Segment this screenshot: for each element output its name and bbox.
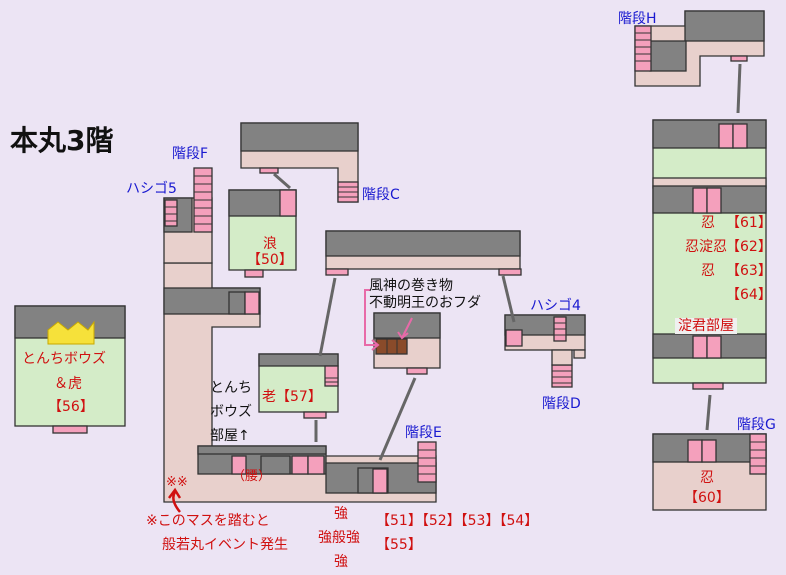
label-ladder-4: ハシゴ4 [530,298,581,314]
tonchi-line1: とんちボウズ [22,351,106,367]
ladder5 [164,199,178,227]
chest-row [375,338,408,355]
page-title: 本丸3階 [10,124,114,157]
enemy-r1-b: 【61】 [726,215,772,231]
door-stair-h [730,55,748,62]
door-southeast [372,468,388,494]
shinobi60-line2: 【60】 [684,490,730,506]
event-note-1: ※このマスを踏むと [146,513,270,529]
event-note-2: 般若丸イベント発生 [162,537,288,553]
door-nami-south [244,269,264,278]
door-r3b [706,335,722,359]
door-nami [279,189,297,217]
label-stair-e: 階段E [405,425,442,441]
label-stair-h: 階段H [618,11,657,27]
enemy-strong-1: 強 [334,506,348,522]
door-rou [324,365,339,387]
door-s60a [687,439,703,463]
tonchi-ref-3: 部屋↑ [210,428,250,444]
enemy-strong-3: 強 [334,554,348,570]
event-marks: ※※ [166,475,188,490]
enemy-strong-2: 強般強 [318,530,360,546]
door-south1 [291,455,309,475]
yodogimi-label: 淀君部屋 [675,318,737,334]
enemy-r1-a: 忍 [701,215,715,231]
tonchi-room-door [52,425,88,434]
nami-line1: 浪 [263,236,277,252]
label-stair-g: 階段G [737,417,776,433]
crown-icon [47,320,95,345]
enemy-nums-1: 【51】【52】【53】【54】 [376,513,539,529]
door-r1a [718,123,734,149]
label-ladder-5: ハシゴ5 [126,181,177,197]
enemy-r3-a: 忍 [701,263,715,279]
door-top [259,167,279,174]
stair-g [749,433,767,475]
scroll-note-1: 風神の巻き物 [369,278,453,294]
enemy-r2-a: 忍淀忍 [685,239,727,255]
stair-treads [165,32,766,475]
enemy-nums-2: 【55】 [376,537,422,553]
tonchi-line3: 【56】 [48,399,94,415]
enemy-r4-b: 【64】 [726,287,772,303]
enemy-r2-b: 【62】 [726,239,772,255]
door-central-right [498,268,522,276]
koshi-label: （腰） [232,469,272,484]
label-stair-c: 階段C [362,187,400,203]
door-koshi [231,455,247,475]
stair-d [551,364,573,388]
door-ladder4 [505,329,523,347]
door-r1b [732,123,748,149]
scroll-arrows [364,289,413,351]
scroll-note-2: 不動明王のおフダ [369,295,481,311]
door-r2b [706,187,722,214]
main-corridor [163,262,437,503]
door-scroll [406,367,428,375]
stair-e [417,441,437,483]
door-central-left [325,268,349,276]
door-r2a [692,187,708,214]
stair-h [634,25,652,72]
tonchi-ref-2: ボウズ [210,404,252,420]
rou-label: 老【57】 [262,389,322,405]
enemy-r3-b: 【63】 [726,263,772,279]
door-rou-south [303,411,327,419]
door-r3a [692,335,708,359]
connectors [273,63,742,461]
shinobi60-line1: 忍 [700,470,714,486]
tonchi-line2: ＆虎 [54,376,82,392]
nami-line2: 【50】 [247,252,293,268]
door-s60b [701,439,717,463]
event-arrow [168,487,182,513]
door-west [244,291,260,315]
door-south2 [307,455,325,475]
door-r-bottom [692,382,724,390]
tonchi-ref-1: とんち [210,380,252,396]
label-stair-f: 階段F [172,146,209,162]
label-stair-d: 階段D [542,396,581,412]
